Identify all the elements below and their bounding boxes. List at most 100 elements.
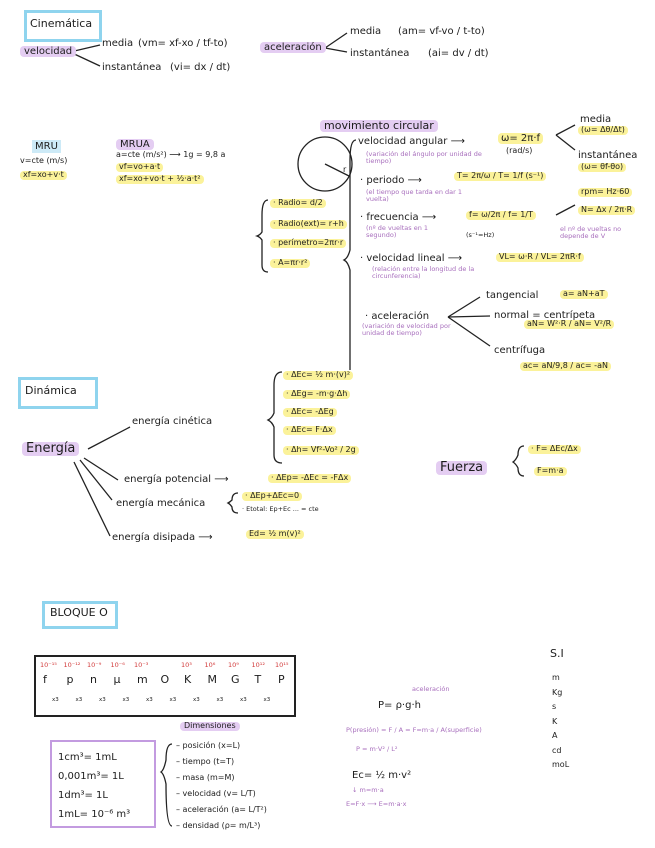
om-inst-formula: (ω= θf-θo) [578, 162, 627, 172]
prefix-symbol: T [254, 673, 262, 686]
dimensiones-title: Dimensiones [180, 721, 240, 731]
conversion-item: 0,001m³= 1L [58, 771, 124, 782]
acel-inst-label: instantánea [350, 48, 410, 59]
centrifuga-formula: ac= aN/9,8 / ac= -aN [520, 361, 611, 371]
prefix-exponent: 10⁶ [204, 661, 216, 669]
disipada-label: energía disipada ⟶ [112, 532, 213, 543]
om-media-formula: (ω= Δθ/Δt) [578, 125, 628, 135]
conversion-item: 1mL= 10⁻⁶ m³ [58, 809, 131, 820]
prefix-exponent: 10⁻¹² [63, 661, 81, 669]
prefix-step: x3 [216, 697, 224, 703]
prefix-exponent: 10¹² [251, 661, 265, 669]
prefix-symbol: m [137, 673, 148, 686]
ec-formula-2: · ΔEg= -m·g·Δh [283, 389, 351, 399]
dinamica-title-box [18, 377, 98, 409]
cinematica-title-box [24, 10, 102, 42]
vel-lineal-label: · velocidad lineal ⟶ [360, 253, 463, 264]
pressure-note-1: aceleración [412, 685, 450, 693]
normal-formula: aN= W²·R / aN= V²/R [524, 319, 615, 329]
frecuencia-units: (s⁻¹=Hz) [466, 231, 495, 239]
ec-formula-1: · ΔEc= ½ m·(v)² [283, 370, 354, 380]
omega-formula: ω= 2π·f [498, 133, 544, 144]
frecuencia-note: (nº de vueltas en 1 segundo) [366, 224, 429, 240]
dimension-item: – aceleración (a= L/T²) [176, 805, 267, 814]
mecanica-formula-2: · Etotal: Ep+Ec ... = cte [242, 505, 319, 513]
prefix-symbol: n [90, 673, 97, 686]
prefix-scale-box [34, 655, 296, 717]
prefix-symbol: μ [113, 673, 121, 686]
dimension-item: – densidad (ρ= m/L³) [176, 821, 261, 830]
prefix-exponent: 10¹⁵ [275, 661, 289, 669]
prefix-step: x3 [122, 697, 130, 703]
vel-lineal-formula: VL= ω·R / VL= 2πR·f [496, 252, 584, 262]
prefix-step: x3 [99, 697, 106, 703]
si-unit: moL [552, 760, 570, 769]
acel-media-formula: (am= vf-vo / t-to) [398, 26, 485, 37]
aceleracion-circ-label: · aceleración [365, 311, 430, 322]
si-unit: A [552, 731, 558, 740]
tangencial-formula: a= aN+aT [560, 289, 608, 299]
fuerza-label: Fuerza [436, 460, 488, 476]
cinetica-label: energía cinética [132, 416, 213, 427]
vel-inst-label: instantánea [102, 62, 162, 73]
circular-title: movimiento circular [320, 119, 438, 133]
si-title: S.I [550, 647, 564, 660]
cinematica-title: Cinemática [30, 17, 93, 30]
prefix-step: x3 [240, 697, 247, 703]
prefix-exponent: 10⁻³ [134, 661, 149, 669]
aceleracion-circ-note: (variación de velocidad por unidad de ti… [362, 322, 451, 338]
radio-ext-formula: · Radio(ext)= r+h [270, 219, 347, 229]
ec-simple-formula: Ec= ½ m·v² [352, 770, 412, 781]
vel-media-label: media [102, 38, 134, 49]
mrua-line2: vf=vo+a·t [116, 162, 164, 172]
fuerza-formula-1: · F= ΔEc/Δx [528, 444, 581, 454]
ec-formula-5: · Δh= Vf²-Vo² / 2g [283, 445, 359, 455]
bloque-title-box [42, 601, 118, 629]
mru-line1: v=cte (m/s) [20, 156, 68, 165]
mrua-title: MRUA [116, 139, 154, 150]
mru-title: MRU [32, 140, 61, 153]
dimension-item: – tiempo (t=T) [176, 757, 235, 766]
si-unit: s [552, 702, 557, 711]
pressure-formula: P= ρ·g·h [378, 700, 421, 711]
si-unit: cd [552, 745, 562, 755]
prefix-symbol: O [160, 673, 170, 686]
ec-note-1: ↓ m=m·a [352, 786, 384, 794]
dinamica-title: Dinámica [25, 384, 77, 397]
dimension-item: – velocidad (v= L/T) [176, 789, 256, 798]
disipada-formula: Ed= ½ m(v)² [246, 529, 304, 539]
mrua-line3: xf=xo+vo·t + ½·a·t² [116, 174, 204, 184]
ec-note-2: E=F·x ⟶ E=m·a·x [346, 800, 407, 808]
bloque-title: BLOQUE O [50, 606, 108, 619]
prefix-step: x3 [146, 697, 153, 703]
periodo-note: (el tiempo que tarda en dar 1 vuelta) [366, 188, 463, 204]
prefix-step: x3 [263, 697, 271, 703]
periodo-formula: T= 2π/ω / T= 1/f (s⁻¹) [454, 171, 547, 181]
prefix-step: x3 [52, 697, 59, 703]
pressure-note-3: P = m·V² / L² [356, 745, 398, 753]
acel-media-label: media [350, 26, 382, 37]
prefix-symbol: P [278, 673, 285, 686]
omega-units: (rad/s) [506, 146, 533, 155]
conversion-item: 1dm³= 1L [58, 790, 108, 801]
area-formula: · A=πr·r² [270, 258, 311, 268]
om-inst-label: instantánea [578, 150, 638, 161]
radio-formula: · Radio= d/2 [270, 198, 326, 208]
normal-label: normal = centrípeta [494, 310, 596, 321]
mru-line2: xf=xo+v·t [20, 170, 67, 180]
prefix-symbol: G [231, 673, 240, 686]
periodo-label: · periodo ⟶ [360, 175, 422, 186]
n-formula: N= Δx / 2π·R [578, 205, 636, 215]
energia-label: Energía [22, 441, 80, 457]
velocidad-label: velocidad [20, 46, 77, 57]
prefix-symbol: K [184, 673, 192, 686]
mecanica-label: energía mecánica [116, 498, 206, 509]
vel-inst-formula: (vi= dx / dt) [170, 62, 231, 73]
prefix-symbol: f [43, 673, 47, 686]
conversion-box [50, 740, 156, 828]
tangencial-label: tangencial [486, 290, 539, 301]
vel-angular-note: (variación del ángulo por unidad de tiem… [366, 150, 482, 166]
prefix-step: x3 [75, 697, 83, 703]
ec-formula-4: · ΔEc= F·Δx [283, 425, 336, 435]
prefix-symbol: p [66, 673, 74, 686]
